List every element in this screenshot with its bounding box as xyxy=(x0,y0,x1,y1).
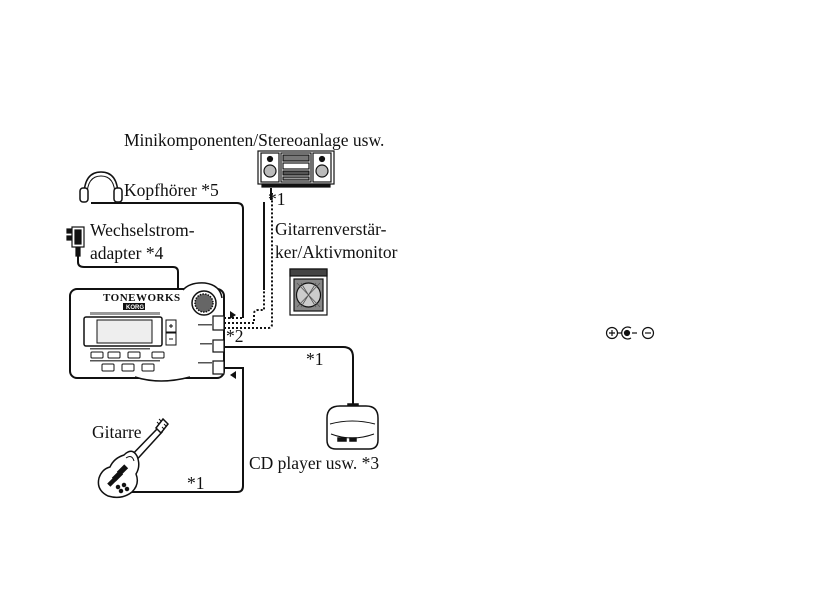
headphones-icon xyxy=(80,172,122,202)
guitar-note: *1 xyxy=(187,473,205,493)
ac-adapter-icon xyxy=(67,227,84,256)
stereo-system-icon xyxy=(258,151,334,187)
amp-label-line1: Gitarrenverstär- xyxy=(275,219,387,239)
device-brand: TONEWORKS xyxy=(103,292,181,304)
device-maker: KORG xyxy=(126,305,144,311)
guitar-amp-icon xyxy=(290,269,327,315)
output-note: *2 xyxy=(226,326,244,346)
guitar-label: Gitarre xyxy=(92,422,142,442)
cd-player-icon xyxy=(327,404,378,449)
cd-player-label: CD player usw. *3 xyxy=(249,453,379,473)
input-arrow-icon xyxy=(230,371,236,379)
device-display xyxy=(97,320,152,343)
stereo-label: Minikomponenten/Stereoanlage usw. xyxy=(124,130,384,150)
headphones-label: Kopfhörer *5 xyxy=(124,180,219,200)
cd-note: *1 xyxy=(306,349,324,369)
polarity-symbol-icon xyxy=(607,327,654,339)
amp-label-line2: ker/Aktivmonitor xyxy=(275,242,398,262)
adapter-label-line2: adapter *4 xyxy=(90,243,164,263)
stereo-note: *1 xyxy=(268,189,286,209)
adapter-label-line1: Wechselstrom- xyxy=(90,220,195,240)
toneworks-device: TONEWORKS KORG xyxy=(70,283,224,381)
